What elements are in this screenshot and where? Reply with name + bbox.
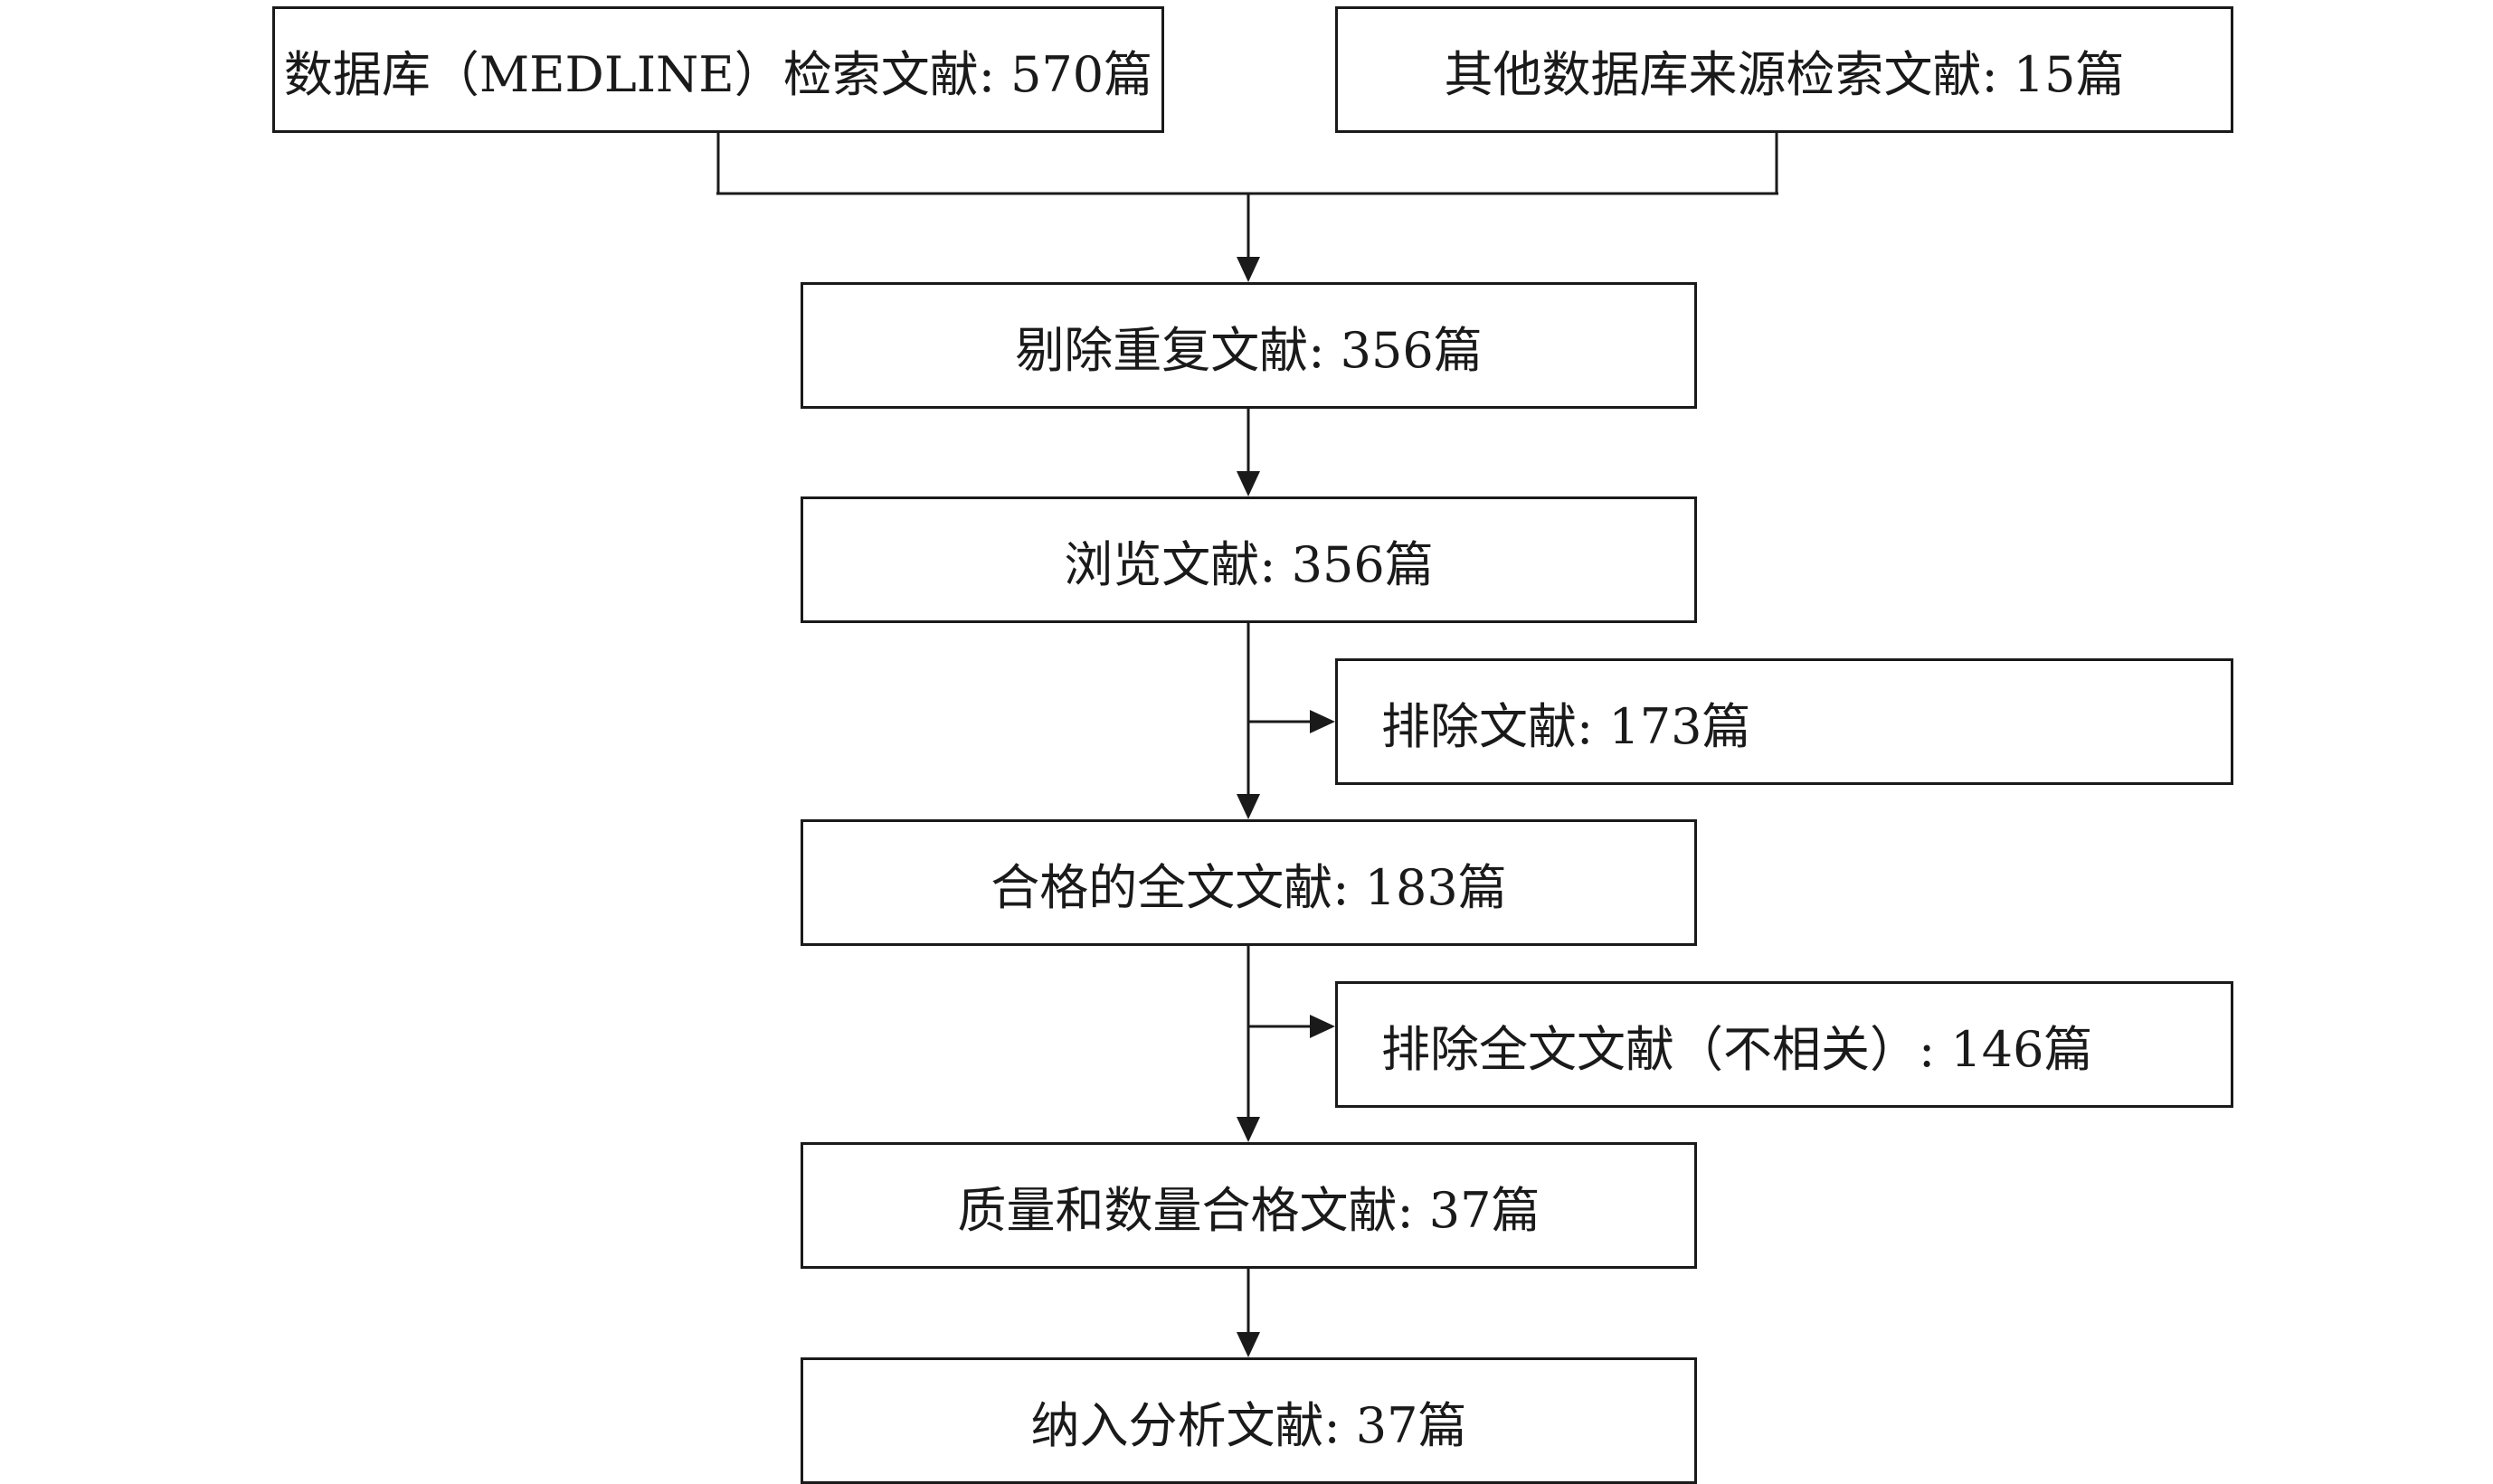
box-excluded-records: 排除文献: 173篇	[1335, 658, 2233, 785]
arrowhead-to-excluded	[1310, 710, 1335, 733]
box-quality-quantity-eligible: 质量和数量合格文献: 37篇	[801, 1142, 1697, 1269]
arrowhead-to-included	[1237, 1332, 1260, 1357]
box-other-database-search-label: 其他数据库来源检索文献: 15篇	[1444, 45, 2125, 103]
box-excluded-fulltext: 排除全文文献（不相关）: 146篇	[1335, 981, 2233, 1108]
arrowhead-to-quality	[1237, 1117, 1260, 1142]
box-screened-records: 浏览文献: 356篇	[801, 496, 1697, 623]
arrowhead-to-browse	[1237, 471, 1260, 496]
box-medline-search-label: 数据库（MEDLINE）检索文献: 570篇	[283, 45, 1153, 103]
box-excluded-records-label: 排除文献: 173篇	[1381, 697, 1751, 755]
arrowhead-to-excluded-fulltext	[1310, 1015, 1335, 1038]
arrowhead-to-eligible	[1237, 794, 1260, 819]
box-quality-quantity-eligible-label: 质量和数量合格文献: 37篇	[957, 1181, 1540, 1239]
arrowhead-to-dedup	[1237, 257, 1260, 282]
box-remove-duplicates-label: 剔除重复文献: 356篇	[1015, 321, 1483, 379]
box-excluded-fulltext-label: 排除全文文献（不相关）: 146篇	[1381, 1020, 2093, 1078]
box-medline-search: 数据库（MEDLINE）检索文献: 570篇	[272, 6, 1164, 133]
box-screened-records-label: 浏览文献: 356篇	[1064, 535, 1434, 593]
box-other-database-search: 其他数据库来源检索文献: 15篇	[1335, 6, 2233, 133]
box-eligible-fulltext-label: 合格的全文文献: 183篇	[991, 858, 1507, 916]
box-included-in-analysis: 纳入分析文献: 37篇	[801, 1357, 1697, 1484]
box-remove-duplicates: 剔除重复文献: 356篇	[801, 282, 1697, 409]
box-included-in-analysis-label: 纳入分析文献: 37篇	[1030, 1396, 1467, 1454]
box-eligible-fulltext: 合格的全文文献: 183篇	[801, 819, 1697, 946]
